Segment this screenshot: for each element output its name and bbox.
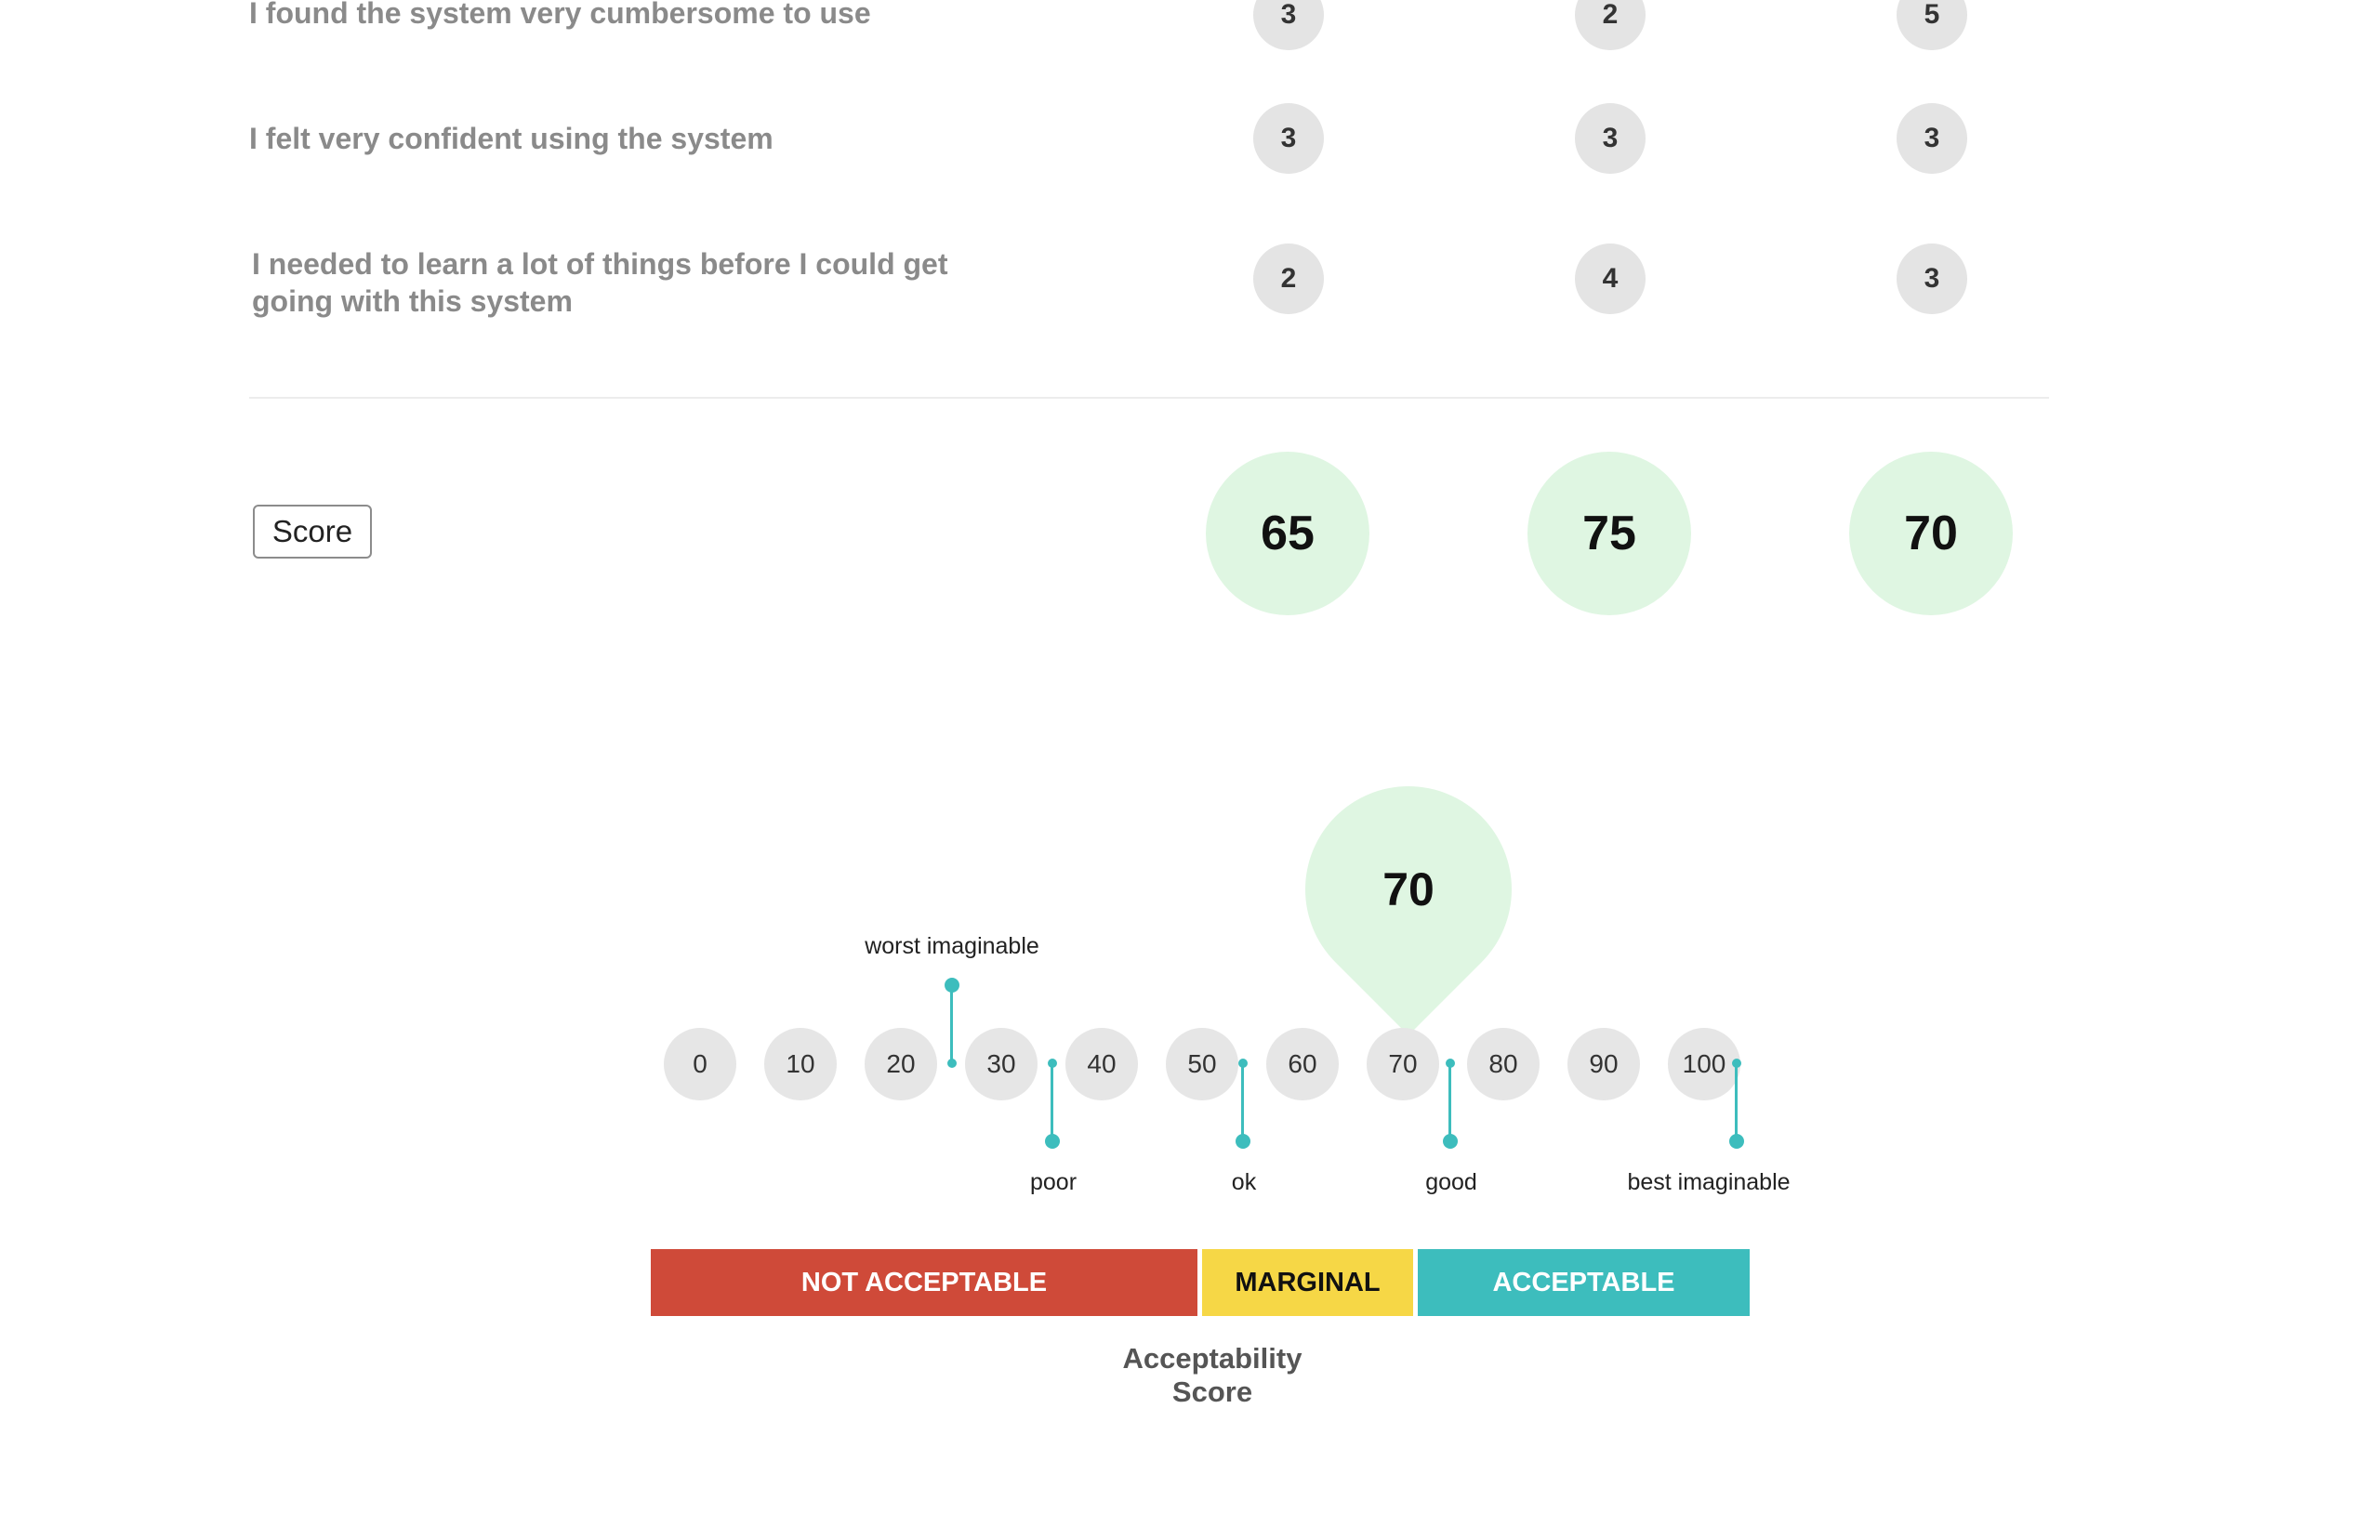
band-acceptable: ACCEPTABLE [1418,1249,1750,1316]
marker-dot [1443,1134,1458,1149]
scale-tick: 30 [965,1028,1038,1100]
marker-label-good: good [1425,1169,1477,1195]
marker-label-worst: worst imaginable [865,933,1039,959]
marker-label-best: best imaginable [1627,1169,1791,1195]
scale-tick: 40 [1065,1028,1138,1100]
marker-stem [1051,1063,1053,1141]
rating-circle: 3 [1575,103,1646,174]
score-pin-value: 70 [1382,863,1435,915]
marker-dot [1729,1134,1744,1149]
marker-stem [950,985,953,1063]
score-circle: 65 [1206,452,1369,615]
score-button[interactable]: Score [253,505,372,559]
scale-tick: 0 [664,1028,736,1100]
marker-stem [1241,1063,1244,1141]
rating-circle: 3 [1253,103,1324,174]
rating-circle: 2 [1253,244,1324,314]
scale-tick: 70 [1367,1028,1439,1100]
rating-circle: 3 [1897,103,1967,174]
scale-tick: 90 [1567,1028,1640,1100]
scale-tick: 80 [1467,1028,1540,1100]
band-marginal: MARGINAL [1202,1249,1413,1316]
marker-label-poor: poor [1029,1169,1078,1195]
score-circle: 70 [1849,452,2013,615]
question-text: I felt very confident using the system [249,122,774,155]
scale-tick: 50 [1166,1028,1238,1100]
divider [249,397,2049,399]
acceptability-caption: Acceptability Score [1122,1342,1302,1408]
rating-circle: 3 [1897,244,1967,314]
scale-tick: 20 [865,1028,937,1100]
band-not-acceptable: NOT ACCEPTABLE [651,1249,1197,1316]
score-circle: 75 [1527,452,1691,615]
question-text: I found the system very cumbersome to us… [249,0,871,30]
marker-stem [1735,1063,1738,1141]
rating-circle: 3 [1253,0,1324,50]
rating-circle: 5 [1897,0,1967,50]
marker-label-ok: ok [1231,1169,1257,1195]
scale-tick: 100 [1668,1028,1740,1100]
marker-dot [1236,1134,1250,1149]
marker-dot [947,1059,957,1068]
marker-dot [1045,1134,1060,1149]
rating-circle: 2 [1575,0,1646,50]
question-text: I needed to learn a lot of things before… [252,247,948,318]
scale-tick: 60 [1266,1028,1339,1100]
scale-tick: 10 [764,1028,837,1100]
marker-stem [1448,1063,1451,1141]
rating-circle: 4 [1575,244,1646,314]
